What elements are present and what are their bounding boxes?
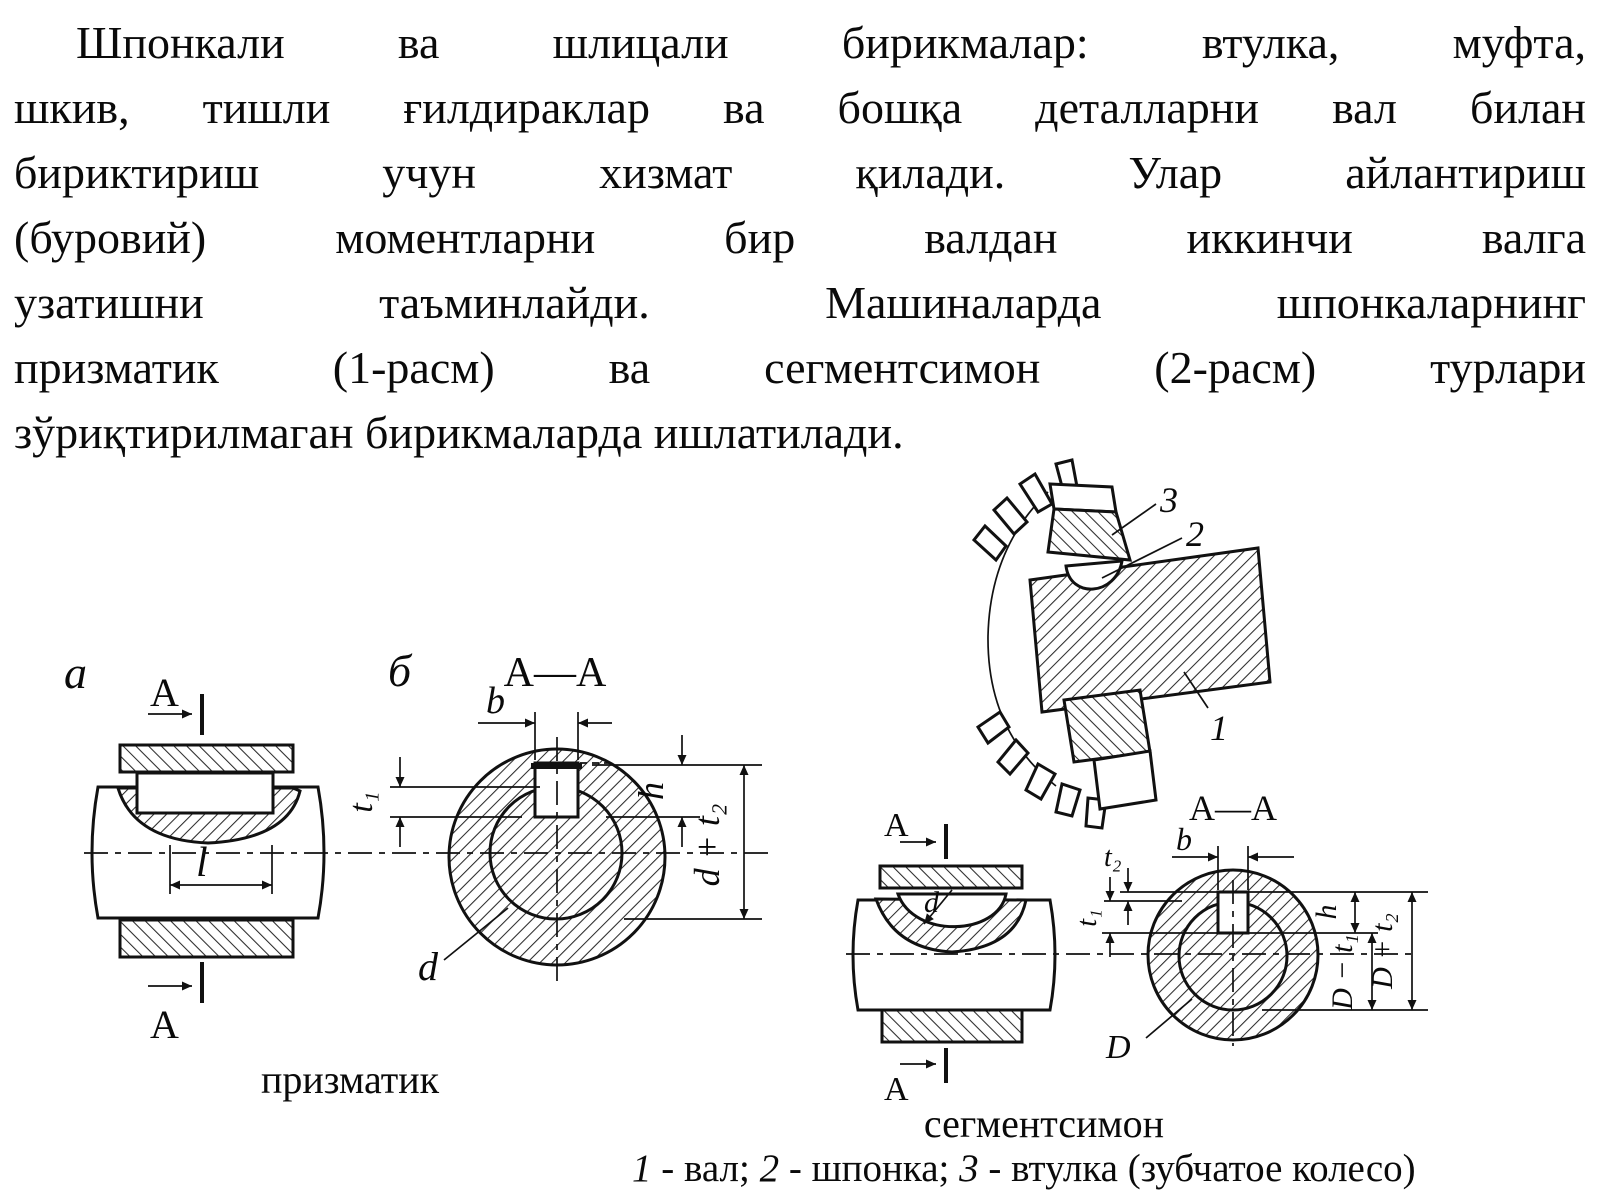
section-title: А—А — [1189, 788, 1277, 828]
legend-number-1: 1 — [632, 1147, 652, 1190]
paragraph-line: Шпонкали ва шлицали бирикмалар: втулка, … — [76, 17, 1586, 68]
paragraph-line: призматик (1-расм) ва сегментсимон (2-ра… — [14, 342, 1586, 393]
hub-end-face-bottom — [1092, 749, 1158, 811]
dim-label-D: D — [1105, 1029, 1131, 1066]
cut-letter-bottom: A — [150, 1002, 179, 1047]
figure-prismatic-section: б А—А b t₁ h d + t₂ d — [343, 645, 762, 989]
dim-label-l: l — [196, 840, 208, 886]
dim-label-t1: t₁ — [1072, 909, 1103, 927]
paragraph-line: бириктириш учун хизмат қилади. Улар айла… — [14, 147, 1586, 198]
legend-text-1: - вал; — [652, 1147, 760, 1190]
section-title: А—А — [504, 650, 607, 696]
callout-3: 3 — [1159, 480, 1178, 520]
paragraph-line: (буровий) моментларни бир валдан иккинчи… — [14, 212, 1586, 263]
view-label-a: а — [64, 647, 87, 698]
legend-text-3: - втулка (зубчатое колесо) — [979, 1147, 1416, 1190]
cut-letter-top: A — [884, 807, 909, 844]
figure-gear-assembly: 3 2 1 — [971, 458, 1272, 830]
hub-hatch-bottom — [880, 1008, 1024, 1044]
legend-text-2: - шпонка; — [779, 1147, 959, 1190]
hub-hatch-top — [118, 743, 295, 774]
paragraph-line: узатишни таъминлайди. Машиналарда шпонка… — [14, 277, 1586, 328]
key-face — [135, 771, 275, 815]
woodruff-key — [1064, 559, 1124, 591]
dim-label-b: b — [486, 680, 505, 722]
cut-letter-top: A — [150, 670, 179, 715]
cut-letter-bottom: A — [884, 1071, 909, 1108]
dim-label-t1: t₁ — [343, 791, 380, 812]
dim-label-d: d — [924, 886, 940, 919]
hub-hatch-upper — [1046, 507, 1133, 562]
dim-label-b: b — [1176, 821, 1192, 857]
figure-prismatic-side-view: а A l A — [64, 647, 326, 1047]
legend-number-3: 3 — [958, 1147, 979, 1190]
paragraph-line: зўриқтирилмаган бирикмаларда ишлатилади. — [14, 407, 904, 458]
dim-label-d: d — [418, 944, 439, 989]
caption-prismatic: призматик — [261, 1057, 440, 1102]
hub-hatch-top — [878, 864, 1024, 890]
dim-label-D-plus-t2: D + t₂ — [1366, 913, 1399, 990]
callout-1: 1 — [1210, 708, 1228, 748]
dim-label-h: h — [1310, 905, 1343, 920]
dim-label-h: h — [631, 782, 671, 800]
callout-2: 2 — [1186, 514, 1204, 554]
hub-hatch-bottom — [118, 918, 295, 959]
caption-segment: сегментсимон — [924, 1101, 1164, 1146]
hub-hatch-lower — [1062, 688, 1152, 764]
dim-label-D-minus-t1: D − t₁ — [1326, 934, 1359, 1011]
figure-legend: 1 - вал; 2 - шпонка; 3 - втулка (зубчато… — [632, 1147, 1416, 1190]
dim-label-d-plus-t2: d + t₂ — [687, 804, 727, 887]
body-text: Шпонкали ва шлицали бирикмалар: втулка, … — [14, 10, 1586, 465]
paragraph-line: шкив, тишли ғилдираклар ва бошқа деталла… — [14, 82, 1586, 133]
legend-number-2: 2 — [760, 1147, 780, 1190]
view-label-b: б — [388, 645, 413, 696]
figure-segment-side-view: A d A — [851, 807, 1057, 1108]
dim-label-t2: t₂ — [1104, 842, 1122, 873]
figure-segment-section: А—А b t₂ t₁ h D − t₁ D + t₂ D — [1072, 788, 1428, 1066]
